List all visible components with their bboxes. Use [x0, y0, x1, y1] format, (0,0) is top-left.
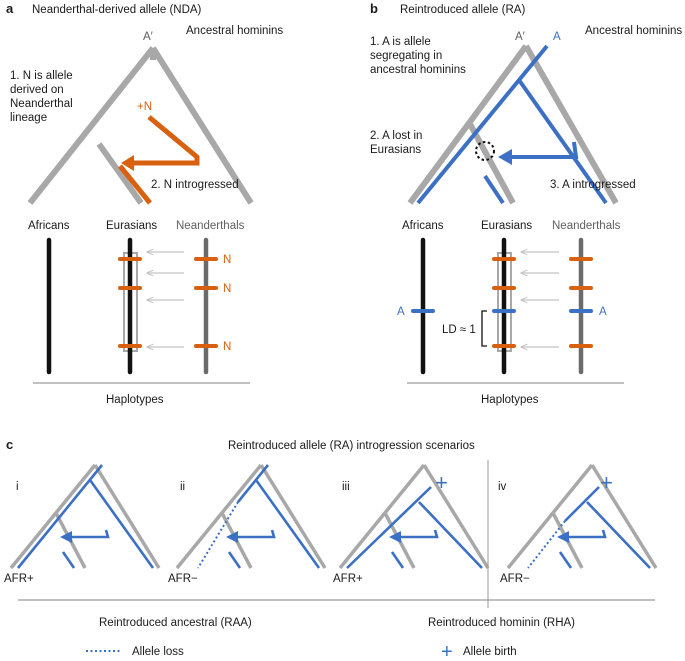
tree-left-branch [27, 46, 156, 205]
scenario-afr-label: AFR− [500, 573, 530, 585]
introgression-arrow [132, 115, 200, 166]
allele-birth-plus: + [435, 470, 448, 495]
panel-b-a-top: A [553, 31, 561, 43]
pop-eurasians: Eurasians [481, 220, 532, 232]
panel-a: a Neanderthal-derived allele (NDA) Ances… [6, 1, 283, 406]
panel-b-a-prime: A′ [515, 31, 525, 43]
svg-text:Eurasians: Eurasians [370, 144, 421, 156]
scenario-roman: iii [342, 481, 350, 493]
allele-n-label: N [223, 254, 231, 266]
tree-right-branch [150, 46, 254, 205]
svg-text:segregating in: segregating in [370, 50, 442, 62]
panel-b-step2: 2. A lost in Eurasians [370, 130, 422, 156]
panel-a-ancestral-label: Ancestral hominins [186, 25, 283, 37]
panel-b-step1: 1. A is allele segregating in ancestral … [370, 36, 466, 76]
panel-b-ancestral-label: Ancestral hominins [585, 25, 682, 37]
svg-text:2. A lost in: 2. A lost in [370, 130, 422, 142]
svg-text:ancestral hominins: ancestral hominins [370, 64, 466, 76]
scenario-ii: ii AFR− [168, 463, 327, 585]
panel-a-step2: 2. N introgressed [151, 179, 239, 191]
panel-c-letter: c [6, 437, 13, 452]
pop-africans: Africans [402, 220, 444, 232]
allele-loss-dotted [197, 501, 239, 569]
pop-neanderthals: Neanderthals [176, 220, 245, 232]
tree-eurasian-branch [96, 142, 144, 205]
panel-c: c Reintroduced allele (RA) introgression… [4, 437, 658, 661]
haplotypes-label: Haplotypes [481, 394, 539, 406]
legend-birth-swatch: + [441, 641, 453, 661]
pop-neanderthals: Neanderthals [552, 220, 621, 232]
panel-b-title: Reintroduced allele (RA) [400, 4, 525, 16]
allele-a-label-africans: A [397, 306, 405, 318]
panel-a-title: Neanderthal-derived allele (NDA) [32, 4, 202, 16]
group-rha-label: Reintroduced hominin (RHA) [428, 617, 575, 629]
svg-text:lineage: lineage [10, 112, 47, 124]
allele-a-label-neanderthals: A [599, 306, 607, 318]
scenario-afr-label: AFR+ [333, 573, 363, 585]
pop-africans: Africans [28, 220, 70, 232]
allele-loss-dotted [527, 520, 566, 569]
panel-a-tree [27, 46, 254, 205]
svg-text:1. A is allele: 1. A is allele [370, 36, 431, 48]
tree-right-branch [523, 44, 619, 205]
scenario-iii: iii + AFR+ [333, 463, 490, 585]
blue-right-branch [517, 78, 608, 205]
introgression-arrowhead [498, 149, 512, 165]
blue-eurasian-branch [483, 174, 505, 205]
legend-birth-label: Allele birth [463, 646, 517, 658]
svg-text:derived on: derived on [10, 84, 64, 96]
scenario-afr-label: AFR− [168, 573, 198, 585]
scenario-i: i AFR+ [4, 463, 161, 585]
ld-bracket [481, 310, 487, 347]
introgression-arrow [510, 141, 579, 159]
ld-label: LD ≈ 1 [442, 324, 476, 336]
panel-a-letter: a [6, 1, 14, 16]
allele-birth-plus: + [600, 470, 613, 495]
panel-b-tree [407, 44, 619, 205]
blue-left-branch [416, 44, 549, 205]
haplotypes-label: Haplotypes [106, 394, 164, 406]
scenario-afr-label: AFR+ [4, 573, 34, 585]
tree-left-branch [407, 44, 529, 205]
panel-a-step1: 1. N is allele derived on Neanderthal li… [10, 70, 73, 124]
panel-b-letter: b [370, 1, 378, 16]
legend: Allele loss + Allele birth [86, 641, 517, 661]
pop-eurasians: Eurasians [106, 220, 157, 232]
scenario-iv: iv + AFR− [498, 463, 658, 585]
legend-loss-label: Allele loss [132, 646, 184, 658]
allele-n-label: N [223, 341, 231, 353]
svg-text:Neanderthal: Neanderthal [10, 98, 73, 110]
scenario-roman: iv [498, 481, 507, 493]
scenario-roman: i [16, 481, 19, 493]
svg-text:1. N is allele: 1. N is allele [10, 70, 73, 82]
allele-n-label: N [223, 283, 231, 295]
introgression-arrowhead [121, 155, 134, 171]
introgressed-lineage [118, 164, 152, 205]
plus-n-label: +N [137, 101, 152, 113]
tree-eurasian-branch [467, 122, 516, 205]
group-raa-label: Reintroduced ancestral (RAA) [99, 617, 252, 629]
allele-loss-circle [475, 141, 495, 161]
panel-a-a-prime: A′ [143, 31, 153, 43]
panel-b-step3: 3. A introgressed [550, 179, 636, 191]
panel-a-orange-path [118, 115, 200, 205]
panel-b: b Reintroduced allele (RA) Ancestral hom… [370, 1, 682, 406]
scenario-roman: ii [180, 481, 185, 493]
panel-c-title: Reintroduced allele (RA) introgression s… [228, 440, 475, 452]
